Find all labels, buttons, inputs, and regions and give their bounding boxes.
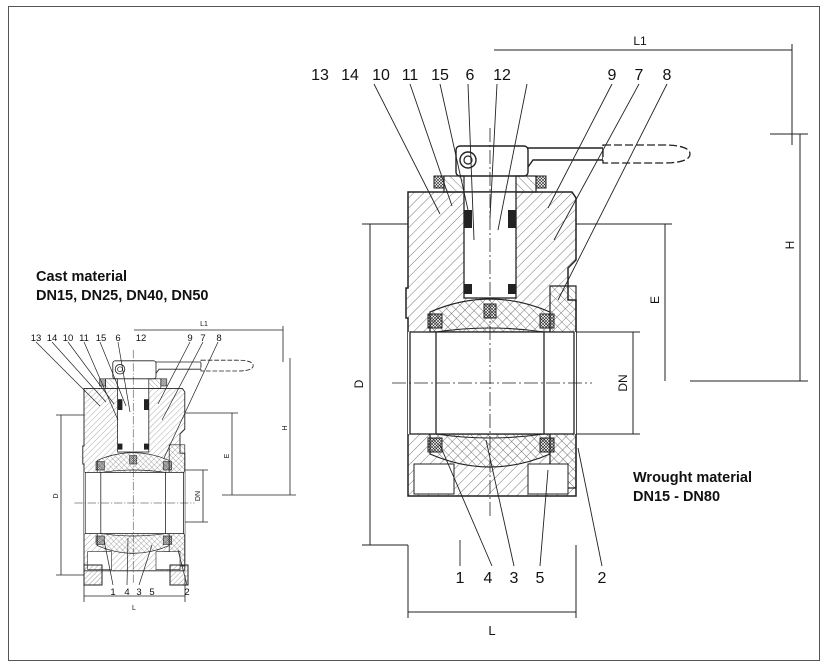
- drawing-frame: [8, 6, 820, 661]
- wrought-callout-11: 11: [402, 67, 419, 84]
- cast-dim-l1: L1: [200, 321, 208, 328]
- cast-dim-dn: DN: [195, 491, 202, 501]
- wrought-top-callouts: 13 14 10 11 15 6 12 9 7 8: [311, 67, 671, 84]
- cast-callout-9: 9: [187, 333, 192, 344]
- cast-callout-6: 6: [115, 333, 120, 344]
- wrought-material-sizes: DN15 - DN80: [633, 489, 721, 505]
- cast-dim-d: D: [53, 493, 60, 498]
- cast-callout-10: 10: [63, 333, 74, 344]
- wrought-material-caption: Wrought material DN15 - DN80: [633, 469, 752, 507]
- wrought-dim-h: H: [783, 241, 797, 250]
- wrought-dimension-labels: L L1 H E D DN: [352, 34, 797, 638]
- wrought-dim-l1: L1: [633, 34, 647, 48]
- wrought-dim-dn: DN: [616, 374, 630, 391]
- cast-callout-leaders: [35, 341, 219, 586]
- cast-callout-14: 14: [47, 333, 58, 344]
- cast-top-callouts: 13 14 10 11 15 6 12 9 7 8: [31, 333, 222, 344]
- wrought-bottom-callouts: 1 4 3 5 2: [456, 570, 607, 587]
- cast-material-title: Cast material: [36, 269, 128, 285]
- wrought-callout-3: 3: [510, 570, 519, 587]
- cast-dim-l: L: [132, 605, 136, 612]
- cast-material-sizes: DN15, DN25, DN40, DN50: [36, 288, 209, 304]
- wrought-dim-e: E: [648, 296, 662, 304]
- wrought-callout-7: 7: [635, 67, 644, 84]
- wrought-callout-15: 15: [431, 67, 449, 84]
- wrought-callout-2: 2: [598, 570, 607, 587]
- wrought-callout-8: 8: [663, 67, 672, 84]
- wrought-callout-12: 12: [493, 67, 511, 84]
- wrought-callout-5: 5: [536, 570, 545, 587]
- wrought-dim-d: D: [352, 379, 366, 388]
- cast-dimension-labels: L L1 H E D DN: [53, 321, 289, 612]
- wrought-callout-4: 4: [484, 570, 493, 587]
- wrought-callout-13: 13: [311, 67, 329, 84]
- cast-callout-12: 12: [136, 333, 147, 344]
- wrought-callout-1: 1: [456, 570, 465, 587]
- wrought-callout-10: 10: [372, 67, 390, 84]
- cast-valve-drawing: 13 14 10 11 15 6 12 9 7 8 1 4 3 5 2 L L1…: [31, 321, 296, 612]
- wrought-callout-leaders: [373, 83, 668, 567]
- cast-material-caption: Cast material DN15, DN25, DN40, DN50: [36, 268, 208, 306]
- cast-callout-1: 1: [110, 587, 115, 598]
- cast-bottom-callouts: 1 4 3 5 2: [110, 587, 189, 598]
- cast-dim-e: E: [224, 453, 231, 458]
- wrought-dimension-lines: [362, 44, 808, 618]
- cast-dim-h: H: [282, 425, 289, 430]
- cast-callout-11: 11: [79, 333, 89, 344]
- cast-callout-7: 7: [200, 333, 205, 344]
- wrought-callout-14: 14: [341, 67, 359, 84]
- wrought-callout-9: 9: [608, 67, 617, 84]
- cast-callout-13: 13: [31, 333, 42, 344]
- cast-callout-15: 15: [96, 333, 107, 344]
- cast-callout-8: 8: [216, 333, 221, 344]
- wrought-dim-l: L: [488, 623, 495, 638]
- cast-callout-2: 2: [184, 587, 189, 598]
- wrought-valve-drawing: 13 14 10 11 15 6 12 9 7 8 1 4 3 5 2 L L1…: [311, 34, 808, 638]
- cast-dimension-lines: [56, 326, 296, 602]
- cast-callout-3: 3: [136, 587, 141, 598]
- wrought-material-title: Wrought material: [633, 470, 752, 486]
- cast-callout-5: 5: [149, 587, 154, 598]
- wrought-callout-6: 6: [466, 67, 475, 84]
- cast-callout-4: 4: [124, 587, 129, 598]
